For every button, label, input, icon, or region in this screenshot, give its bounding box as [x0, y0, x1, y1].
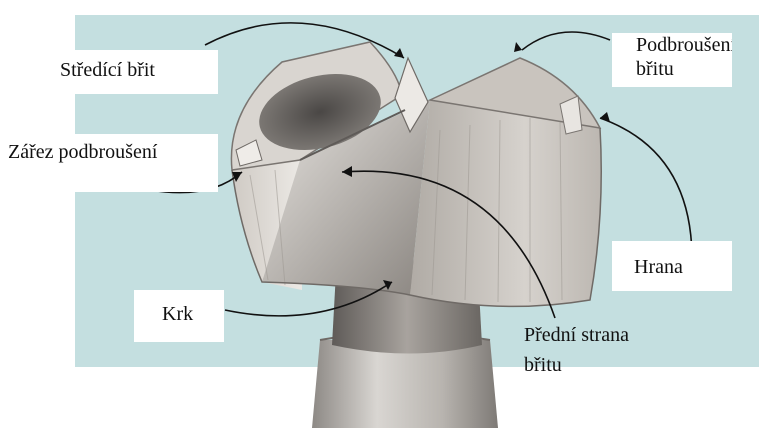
cutter-body — [231, 42, 601, 306]
label-notch-text: Zářez podbroušení — [8, 140, 218, 164]
label-rake-face-line2: břitu — [524, 350, 695, 380]
label-rim-relief-line2: břitu — [636, 57, 732, 81]
label-rake-face: Přední strana břitu — [520, 320, 695, 386]
label-notch: Zářez podbroušení — [0, 134, 218, 192]
label-edge: Hrana — [612, 241, 732, 291]
label-rim-relief: Podbroušení břitu — [612, 33, 732, 87]
label-neck: Krk — [134, 290, 224, 342]
label-center-spur-text: Středící břit — [60, 58, 218, 82]
label-center-spur: Středící břit — [40, 50, 218, 94]
arrow-rim — [522, 32, 610, 50]
label-rake-face-line1: Přední strana — [524, 320, 695, 350]
label-rim-relief-line1: Podbroušení — [636, 33, 732, 57]
arrow-edge — [600, 118, 692, 255]
label-edge-text: Hrana — [634, 255, 732, 279]
label-neck-text: Krk — [162, 302, 224, 326]
